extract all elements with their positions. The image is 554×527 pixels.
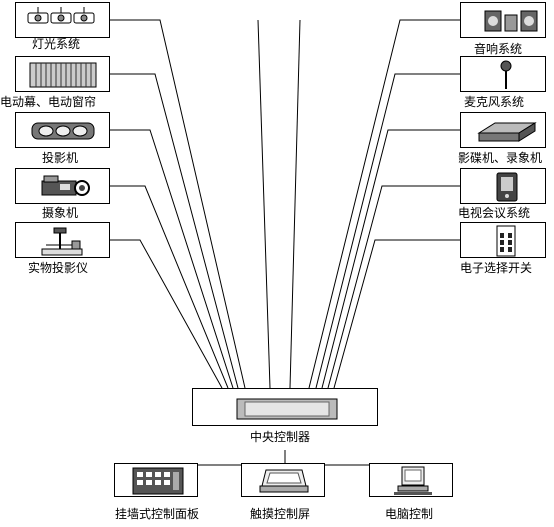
connector-left-2 [110, 73, 239, 389]
touch-screen-icon [259, 469, 309, 493]
microphone-label: 麦克风系统 [464, 95, 525, 109]
lights-icon [27, 7, 95, 24]
audio-system-box [460, 2, 546, 38]
video-conference-box [460, 168, 546, 204]
disc-player-label: 影碟机、录象机 [458, 151, 543, 165]
connector-left-1 [110, 19, 246, 389]
screen-curtain-label: 电动幕、电动窗帘 [0, 95, 97, 109]
connector-right-2 [315, 73, 460, 389]
connector-left-5 [110, 239, 223, 389]
connector-right-5 [333, 239, 460, 389]
connector-right-4 [327, 185, 460, 389]
wall-panel-box [114, 463, 198, 497]
computer-box [369, 463, 453, 497]
connector-right-3 [321, 129, 460, 389]
projector-icon [31, 122, 95, 140]
connector-left-4 [110, 185, 229, 389]
central-controller-label: 中央控制器 [250, 430, 311, 444]
selector-switch-box [460, 222, 546, 258]
microphone-icon [500, 60, 512, 89]
connector-left-3 [110, 129, 234, 389]
video-conference-icon [496, 172, 518, 202]
camera-label: 摄象机 [42, 206, 79, 220]
visualizer-label: 实物投影仪 [28, 261, 89, 275]
visualizer-icon [41, 227, 83, 256]
touch-screen-box [241, 463, 325, 497]
camera-icon [41, 175, 90, 196]
projector-box [15, 112, 110, 148]
camera-box [15, 168, 110, 204]
selector-switch-icon [496, 225, 516, 257]
disc-player-icon [477, 122, 537, 142]
computer-icon [394, 466, 432, 495]
audio-system-label: 音响系统 [474, 42, 523, 56]
visualizer-box [15, 222, 110, 258]
selector-switch-label: 电子选择开关 [460, 261, 533, 275]
lights-box [15, 2, 110, 38]
screen-curtain-box [15, 56, 110, 92]
microphone-box [460, 56, 546, 92]
touch-screen-label: 触摸控制屏 [250, 507, 311, 521]
connector-right-1 [308, 19, 460, 389]
lights-label: 灯光系统 [32, 37, 81, 51]
screen-curtain-icon [29, 62, 97, 88]
wall-panel-label: 挂墙式控制面板 [115, 507, 200, 521]
projector-label: 投影机 [42, 151, 79, 165]
video-conference-label: 电视会议系统 [458, 206, 531, 220]
audio-system-icon [484, 10, 538, 32]
computer-label: 电脑控制 [385, 507, 434, 521]
central-controller-box [192, 388, 378, 426]
wall-panel-icon [132, 467, 184, 495]
disc-player-box [460, 112, 546, 148]
central-controller-icon [236, 398, 338, 420]
